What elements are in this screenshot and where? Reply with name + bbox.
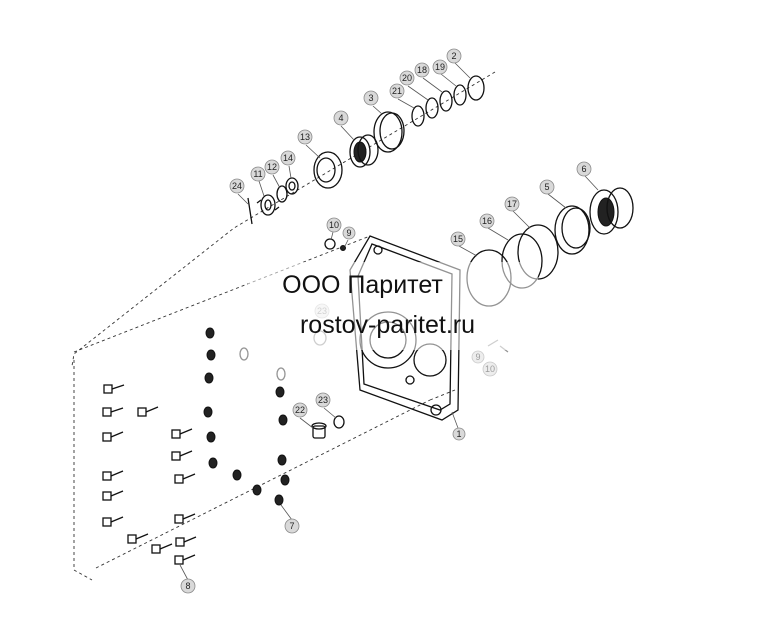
callout-9: 9 <box>342 226 356 240</box>
callout-15: 15 <box>450 231 466 247</box>
callout-5: 5 <box>539 179 555 195</box>
assembly-dash-line-right <box>429 389 456 401</box>
callout-21: 21 <box>389 83 405 99</box>
svg-text:9: 9 <box>346 228 351 238</box>
callout-2: 2 <box>446 48 462 64</box>
screw-part-9 <box>340 245 346 251</box>
ring-part-20 <box>425 97 439 119</box>
callout-11: 11 <box>250 166 266 182</box>
svg-text:20: 20 <box>402 73 412 83</box>
ring-part-19 <box>453 84 467 106</box>
svg-text:24: 24 <box>232 181 242 191</box>
callout-19: 19 <box>432 59 448 75</box>
bearing-part-4 <box>349 134 379 168</box>
svg-text:23: 23 <box>318 395 328 405</box>
watermark-company-name: ООО Паритет <box>282 271 443 299</box>
bolt-group-8 <box>102 384 197 565</box>
callout-6: 6 <box>576 161 592 177</box>
svg-text:17: 17 <box>507 199 517 209</box>
bearing-cup-part-5 <box>554 205 591 255</box>
svg-text:15: 15 <box>453 234 463 244</box>
svg-text:22: 22 <box>295 405 305 415</box>
callout-4: 4 <box>333 110 349 126</box>
assembly-dash-line-lower <box>95 399 431 569</box>
ring-part-14 <box>285 177 299 195</box>
svg-text:9: 9 <box>475 352 480 362</box>
svg-text:21: 21 <box>392 86 402 96</box>
svg-text:4: 4 <box>338 113 343 123</box>
callout-10: 10 <box>326 217 342 233</box>
callout-16: 16 <box>479 213 495 229</box>
ghost-callout-9: 9 <box>471 350 485 364</box>
callout-14: 14 <box>280 150 296 166</box>
leader-lines <box>179 62 599 581</box>
svg-text:10: 10 <box>329 220 339 230</box>
callout-12: 12 <box>264 159 280 175</box>
assembly-dash-line-upper <box>73 235 371 353</box>
nut-part-10 <box>324 238 336 250</box>
watermark-website: rostov-paritet.ru <box>299 311 476 339</box>
callout-8: 8 <box>180 578 196 594</box>
svg-text:16: 16 <box>482 216 492 226</box>
callout-13: 13 <box>297 129 313 145</box>
castle-nut-part <box>256 194 280 216</box>
svg-text:5: 5 <box>544 182 549 192</box>
svg-text:12: 12 <box>267 162 277 172</box>
svg-text:3: 3 <box>368 93 373 103</box>
bearing-part-6 <box>589 187 634 235</box>
watermark-panel <box>248 262 538 350</box>
svg-text:2: 2 <box>451 51 456 61</box>
ring-part-21 <box>411 105 425 127</box>
ring-part-18 <box>439 90 453 112</box>
svg-text:7: 7 <box>289 521 294 531</box>
bearing-cup-part-3 <box>373 111 405 153</box>
svg-text:6: 6 <box>581 164 586 174</box>
callout-18: 18 <box>414 62 430 78</box>
callout-17: 17 <box>504 196 520 212</box>
svg-text:19: 19 <box>435 62 445 72</box>
callout-3: 3 <box>363 90 379 106</box>
washer-part-12 <box>276 185 288 203</box>
pin-part <box>247 197 253 225</box>
callout-7: 7 <box>284 518 300 534</box>
callout-22: 22 <box>292 402 308 418</box>
svg-text:13: 13 <box>300 132 310 142</box>
plug-part-22 <box>311 422 327 439</box>
callout-24: 24 <box>229 178 245 194</box>
svg-text:10: 10 <box>485 364 495 374</box>
callout-1: 1 <box>452 427 466 441</box>
svg-text:1: 1 <box>456 429 461 439</box>
washer-part-23 <box>333 415 345 429</box>
svg-text:18: 18 <box>417 65 427 75</box>
washer-column-7 <box>203 327 290 506</box>
ghost-callout-10: 10 <box>482 361 498 377</box>
oring-part-17 <box>517 224 559 280</box>
svg-text:8: 8 <box>185 581 190 591</box>
seal-part-13 <box>313 151 343 189</box>
callout-23: 23 <box>315 392 331 408</box>
svg-text:11: 11 <box>253 169 262 179</box>
callout-20: 20 <box>399 70 415 86</box>
callouts: 24 11 12 14 13 4 3 21 20 18 19 2 15 16 1… <box>180 48 592 594</box>
ring-part-2 <box>467 75 485 101</box>
svg-text:14: 14 <box>283 153 293 163</box>
